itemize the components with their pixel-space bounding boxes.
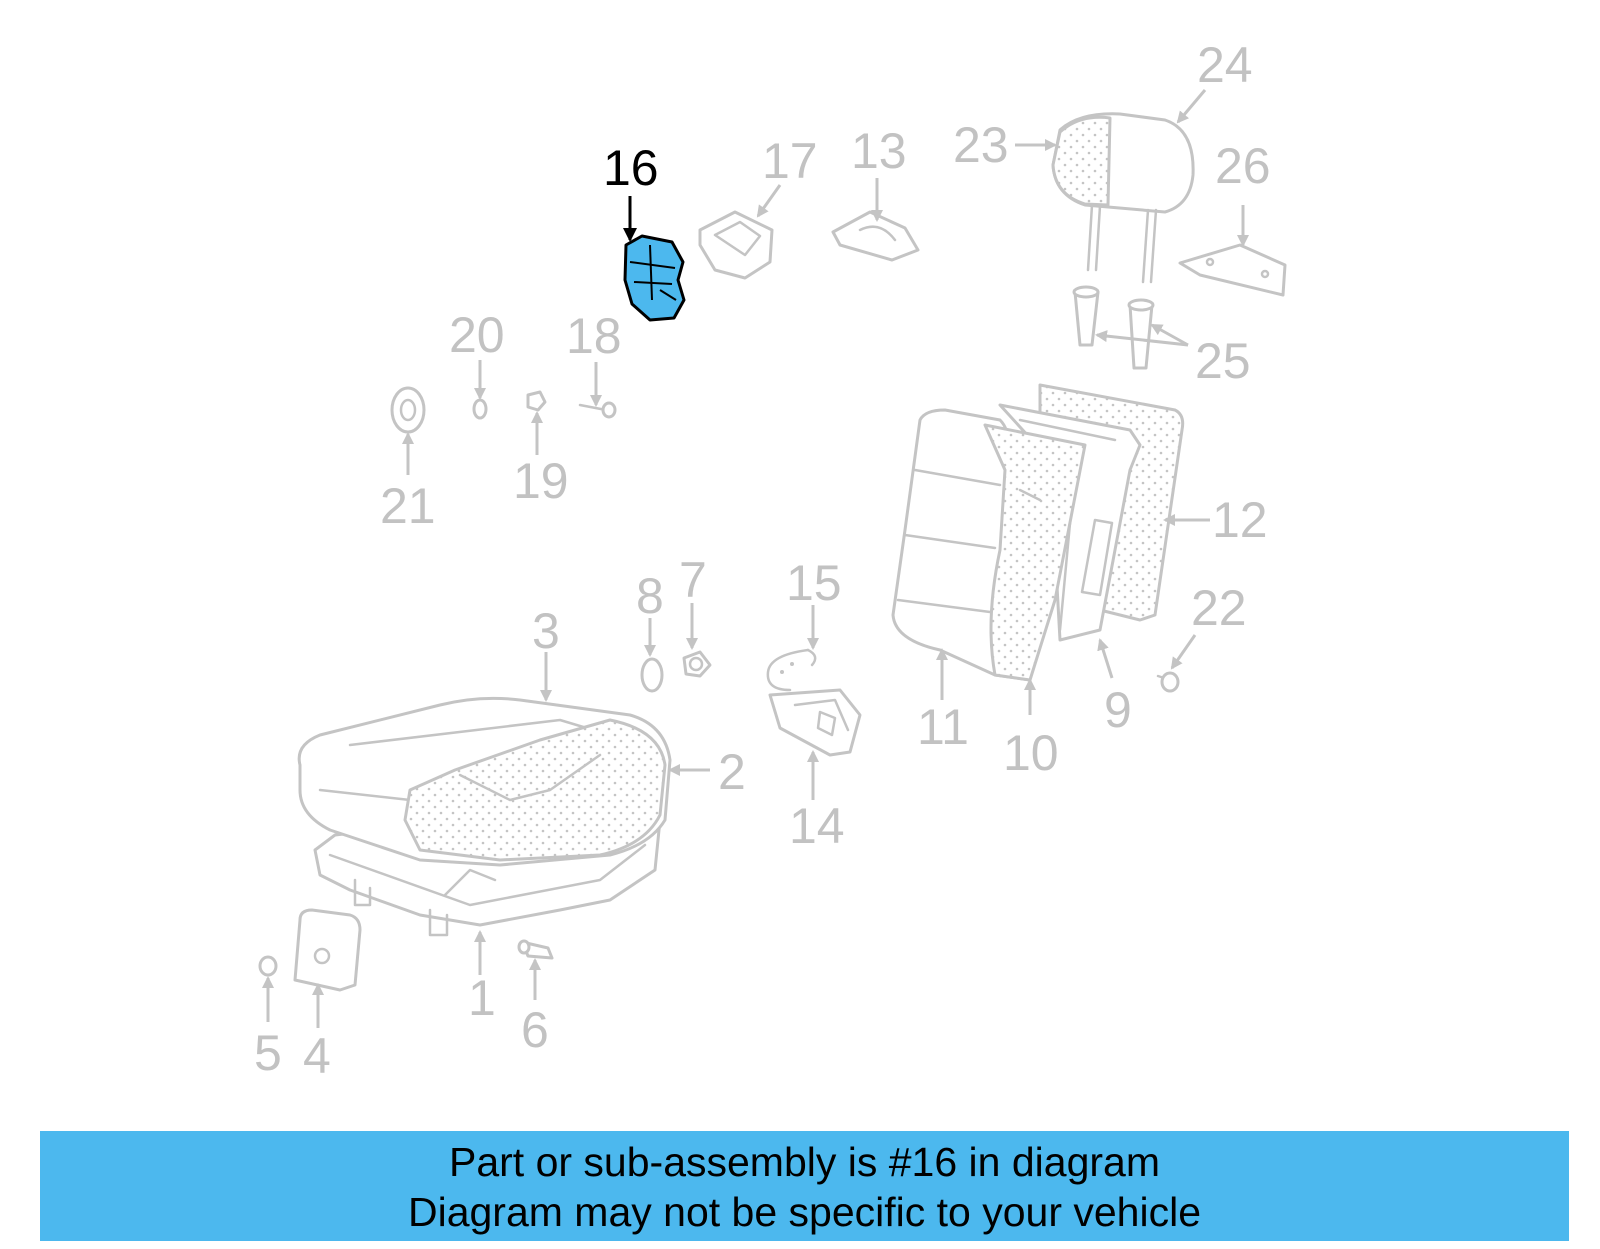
- part-26-bezel: [1178, 243, 1287, 297]
- part-22-bolt: [1156, 671, 1180, 693]
- callout-labels: 1 2 3 4 5 6 7 8 9 10 11 12 13 14 15 16 1…: [254, 37, 1271, 1084]
- part-16-highlighted: [623, 234, 686, 322]
- callout-15: 15: [786, 555, 842, 611]
- callout-1: 1: [468, 970, 496, 1026]
- callout-10: 10: [1003, 725, 1059, 781]
- part-20-ring: [472, 398, 488, 420]
- callout-3: 3: [532, 603, 560, 659]
- callout-21: 21: [380, 478, 436, 534]
- callout-8: 8: [636, 568, 664, 624]
- callout-13: 13: [851, 123, 907, 179]
- callout-18: 18: [566, 308, 622, 364]
- callout-5: 5: [254, 1025, 282, 1081]
- part-25-guides: [1072, 285, 1155, 370]
- part-8-ring: [640, 657, 664, 693]
- callout-11: 11: [917, 699, 969, 755]
- callout-20: 20: [449, 307, 505, 363]
- callout-6: 6: [521, 1002, 549, 1058]
- callout-4: 4: [303, 1028, 331, 1084]
- part-23-headrest-cover: [1051, 115, 1112, 207]
- callout-7: 7: [679, 552, 707, 608]
- callout-24: 24: [1197, 37, 1253, 93]
- callout-25: 25: [1195, 333, 1251, 389]
- callout-19: 19: [513, 453, 569, 509]
- part-21-grommet: [390, 386, 426, 434]
- banner-part-line: Part or sub-assembly is #16 in diagram: [449, 1139, 1160, 1185]
- callout-12: 12: [1212, 492, 1268, 548]
- part-17-bracket: [698, 210, 774, 280]
- part-15-wire: [766, 648, 817, 692]
- part-13-cover: [831, 210, 920, 262]
- part-7-nut: [682, 650, 712, 678]
- callout-14: 14: [789, 798, 845, 854]
- callout-23: 23: [953, 117, 1009, 173]
- part-5-clip: [258, 955, 278, 977]
- parts-diagram: 1 2 3 4 5 6 7 8 9 10 11 12 13 14 15 16 1…: [254, 37, 1287, 1084]
- part-18-screw: [578, 401, 617, 419]
- part-14-cable-assembly: [768, 688, 862, 757]
- callout-9: 9: [1104, 682, 1132, 738]
- callout-17: 17: [762, 133, 818, 189]
- callout-16: 16: [603, 140, 659, 196]
- banner-disclaimer-line: Diagram may not be specific to your vehi…: [407, 1189, 1201, 1235]
- part-6-pin: [517, 939, 554, 960]
- callout-22: 22: [1191, 580, 1247, 636]
- callout-26: 26: [1215, 138, 1271, 194]
- info-banner: Part or sub-assembly is #16 in diagram D…: [40, 1131, 1569, 1241]
- callout-2: 2: [718, 744, 746, 800]
- part-4-shield: [293, 908, 362, 992]
- part-19-nut: [526, 390, 547, 412]
- leader-lines: [262, 89, 1249, 1028]
- seat-cushion-cover: [403, 718, 667, 862]
- part-10-back-cover: [983, 423, 1087, 682]
